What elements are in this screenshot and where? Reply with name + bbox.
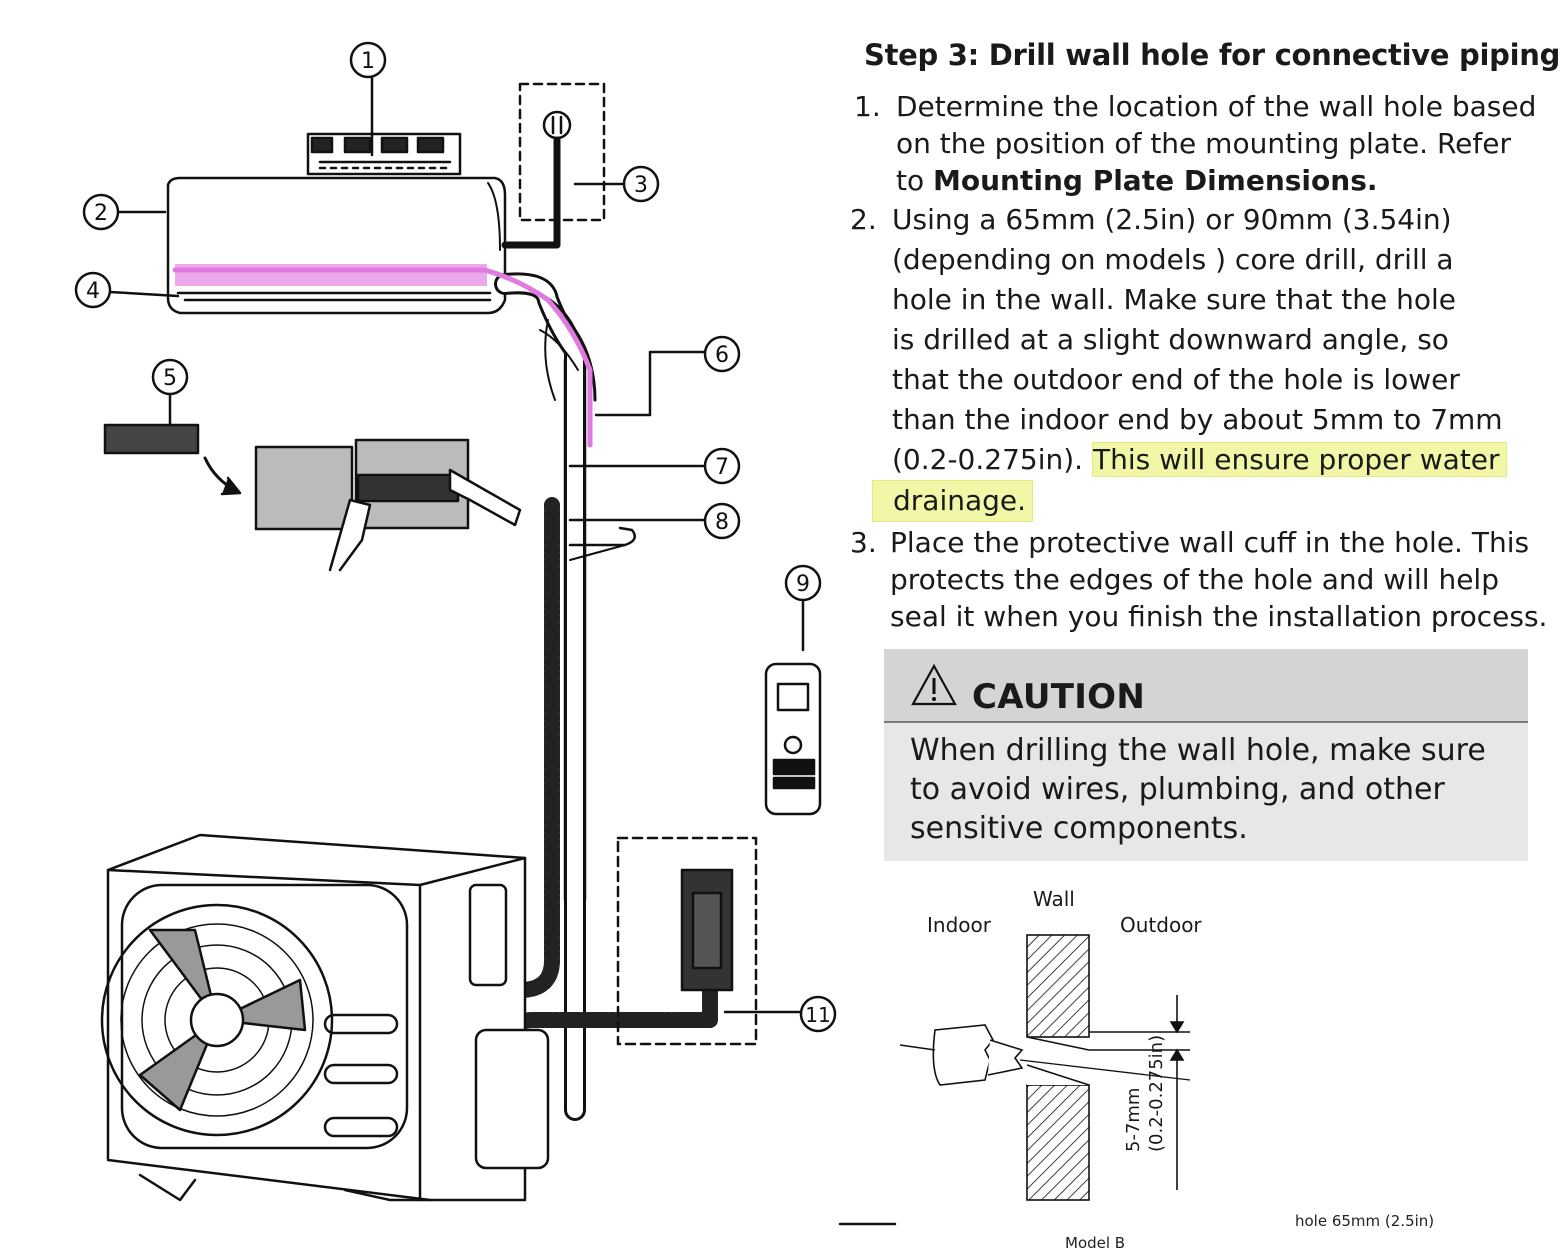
highlight-text: This will ensure proper water bbox=[1091, 442, 1507, 477]
step-1-line-last: to Mounting Plate Dimensions. bbox=[896, 162, 1536, 199]
step-2-line: than the indoor end by about 5mm to 7mm bbox=[892, 403, 1503, 436]
pipe-marker bbox=[172, 267, 593, 448]
callout-7: 7 bbox=[703, 447, 741, 485]
svg-text:2: 2 bbox=[94, 201, 108, 226]
caution-label: CAUTION bbox=[972, 677, 1146, 717]
drain-hose-coil bbox=[492, 497, 718, 1030]
step-1-line: on the position of the mounting plate. R… bbox=[896, 127, 1511, 160]
callout-11: 11 bbox=[799, 995, 837, 1033]
caution-box: CAUTION When drilling the wall hole, mak… bbox=[884, 649, 1528, 861]
step-number: 2. bbox=[850, 203, 877, 236]
step-2-line: (depending on models ) core drill, drill… bbox=[892, 243, 1454, 276]
caution-header: CAUTION bbox=[884, 649, 1528, 723]
svg-text:4: 4 bbox=[86, 279, 100, 304]
step-3-line: Place the protective wall cuff in the ho… bbox=[890, 526, 1530, 559]
callout-6: 6 bbox=[703, 335, 741, 373]
svg-text:9: 9 bbox=[796, 572, 810, 597]
core-drill-icon bbox=[932, 1024, 994, 1086]
callout-1: 1 bbox=[349, 41, 387, 79]
mounting-plate-dimensions-ref: Mounting Plate Dimensions. bbox=[933, 164, 1378, 197]
svg-text:7: 7 bbox=[715, 455, 729, 480]
indoor-unit bbox=[166, 176, 507, 315]
step-2-line-highlighted: (0.2-0.275in). This will ensure proper w… bbox=[892, 440, 1507, 480]
mounting-plate bbox=[306, 132, 462, 176]
callout-4: 4 bbox=[74, 271, 112, 309]
warning-triangle-icon bbox=[911, 663, 957, 706]
indoor-label: Indoor bbox=[927, 913, 991, 937]
disconnect-switch bbox=[616, 836, 758, 1046]
section-title: Step 3: Drill wall hole for connective p… bbox=[864, 38, 1560, 72]
step-number: 1. bbox=[854, 90, 881, 123]
air-filter bbox=[103, 423, 522, 572]
remote-control bbox=[764, 662, 822, 816]
svg-text:11: 11 bbox=[805, 1003, 830, 1027]
highlight-text: drainage. bbox=[872, 480, 1034, 522]
step-1-line: Determine the location of the wall hole … bbox=[896, 90, 1537, 123]
wall-lower bbox=[1026, 1084, 1090, 1201]
power-plug bbox=[501, 82, 627, 249]
callout-8: 8 bbox=[703, 502, 741, 540]
caution-text: When drilling the wall hole, make sure t… bbox=[910, 733, 1486, 846]
callout-9: 9 bbox=[784, 564, 822, 602]
instruction-column: Step 3: Drill wall hole for connective p… bbox=[840, 0, 1560, 1252]
wall-hole-diagram bbox=[899, 934, 1191, 1201]
cutoff-caption: Model B bbox=[1065, 1234, 1126, 1252]
svg-text:6: 6 bbox=[715, 343, 729, 368]
callout-3: 3 bbox=[622, 165, 660, 203]
step-number: 3. bbox=[850, 526, 877, 559]
step-2-prefix: (0.2-0.275in). bbox=[892, 443, 1092, 476]
callout-2: 2 bbox=[82, 193, 120, 231]
wall-upper bbox=[1026, 934, 1090, 1038]
outdoor-label: Outdoor bbox=[1120, 913, 1202, 937]
step-1-prefix: to bbox=[896, 164, 934, 197]
svg-text:5: 5 bbox=[163, 366, 177, 391]
drop-mm-label: 5-7mm bbox=[1123, 1087, 1144, 1152]
svg-text:1: 1 bbox=[361, 49, 375, 74]
step-2-line: is drilled at a slight downward angle, s… bbox=[892, 323, 1449, 356]
step-3-line: protects the edges of the hole and will … bbox=[890, 563, 1499, 596]
wall-label: Wall bbox=[1033, 887, 1075, 911]
drop-in-label: (0.2-0.275in) bbox=[1146, 1034, 1167, 1152]
outdoor-unit bbox=[100, 833, 550, 1202]
callout-badges: 1 2 3 4 5 6 7 8 9 11 bbox=[74, 41, 837, 1033]
installation-illustration: 1 2 3 4 5 6 7 8 9 11 bbox=[74, 41, 897, 1226]
step-2-line: that the outdoor end of the hole is lowe… bbox=[892, 363, 1460, 396]
step-3-line: seal it when you finish the installation… bbox=[890, 600, 1548, 633]
step-2-line-highlighted: drainage. bbox=[872, 480, 1507, 522]
step-2-line: Using a 65mm (2.5in) or 90mm (3.54in) bbox=[892, 203, 1452, 236]
svg-text:8: 8 bbox=[715, 510, 729, 535]
indoor-marker bbox=[175, 264, 487, 286]
svg-text:3: 3 bbox=[634, 173, 648, 198]
callout-5: 5 bbox=[151, 358, 189, 396]
cutoff-note: hole 65mm (2.5in) bbox=[1295, 1212, 1435, 1230]
step-2-line: hole in the wall. Make sure that the hol… bbox=[892, 283, 1456, 316]
